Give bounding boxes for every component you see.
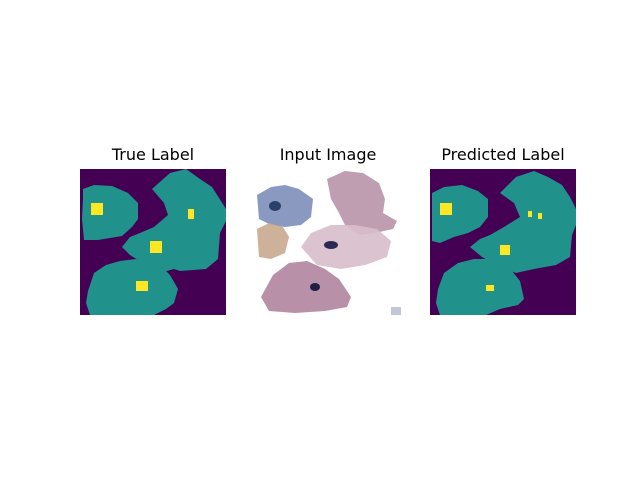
nucleus-middle	[324, 241, 338, 249]
nucleus-region	[188, 209, 194, 219]
cell-pink-middle	[301, 225, 391, 269]
nucleus-lower	[310, 283, 320, 291]
true-label-mask	[80, 169, 226, 315]
nucleus-region	[440, 203, 452, 215]
cell-region	[432, 185, 488, 243]
cell-region	[122, 169, 226, 273]
cell-region	[470, 171, 576, 273]
true-label-mask-svg	[80, 169, 226, 315]
nucleus-region	[150, 241, 162, 253]
nucleus-region	[91, 203, 103, 215]
cell-tan	[257, 223, 289, 259]
cell-region	[86, 259, 178, 315]
nucleus-region	[486, 285, 494, 291]
predicted-label-mask-svg	[430, 169, 576, 315]
artifact	[391, 307, 401, 315]
nucleus-region	[528, 211, 532, 217]
nucleus-blue	[269, 201, 281, 211]
nucleus-region	[500, 245, 510, 255]
input-image	[255, 169, 401, 315]
true-label-title: True Label	[111, 145, 195, 164]
input-image-svg	[255, 169, 401, 315]
predicted-label-title: Predicted Label	[441, 145, 565, 164]
cell-purple-lower	[261, 261, 351, 313]
nucleus-region	[136, 281, 148, 291]
cell-blue	[257, 185, 313, 227]
nucleus-region	[538, 213, 542, 219]
input-image-title: Input Image	[279, 145, 377, 164]
predicted-label-mask	[430, 169, 576, 315]
cell-region	[82, 185, 138, 240]
cell-region	[436, 259, 524, 315]
cell-pink-upper	[327, 171, 397, 235]
